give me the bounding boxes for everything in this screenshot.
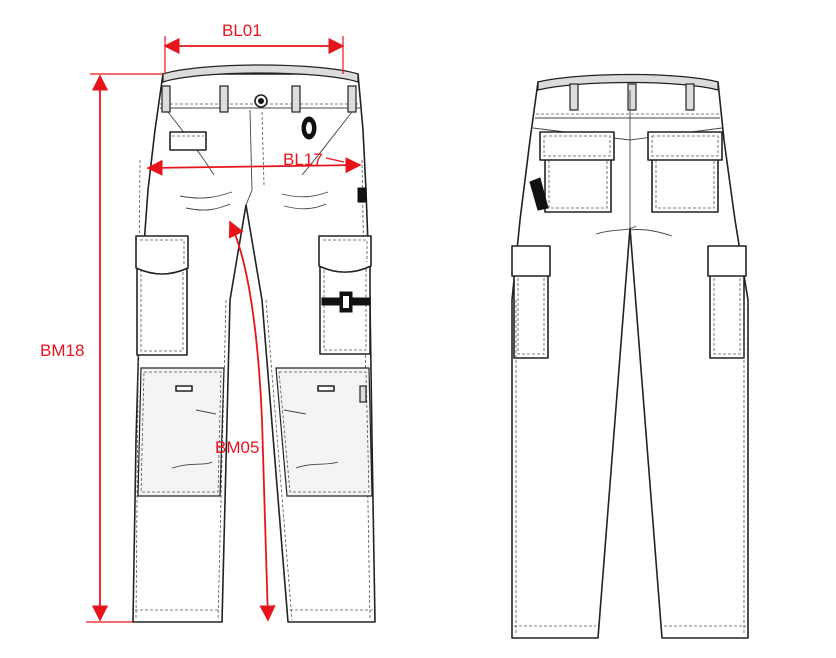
hip-width-line bbox=[146, 157, 362, 176]
measurement-lines bbox=[86, 36, 362, 623]
front-view bbox=[132, 64, 376, 623]
back-view bbox=[511, 73, 749, 639]
waist-width-label: BL01 bbox=[222, 21, 262, 40]
hip-width-label: BL17 bbox=[283, 150, 323, 169]
inseam-length-line bbox=[228, 220, 276, 622]
inseam-length-label: BM05 bbox=[215, 438, 260, 457]
outseam-length-label: BM18 bbox=[40, 341, 85, 360]
